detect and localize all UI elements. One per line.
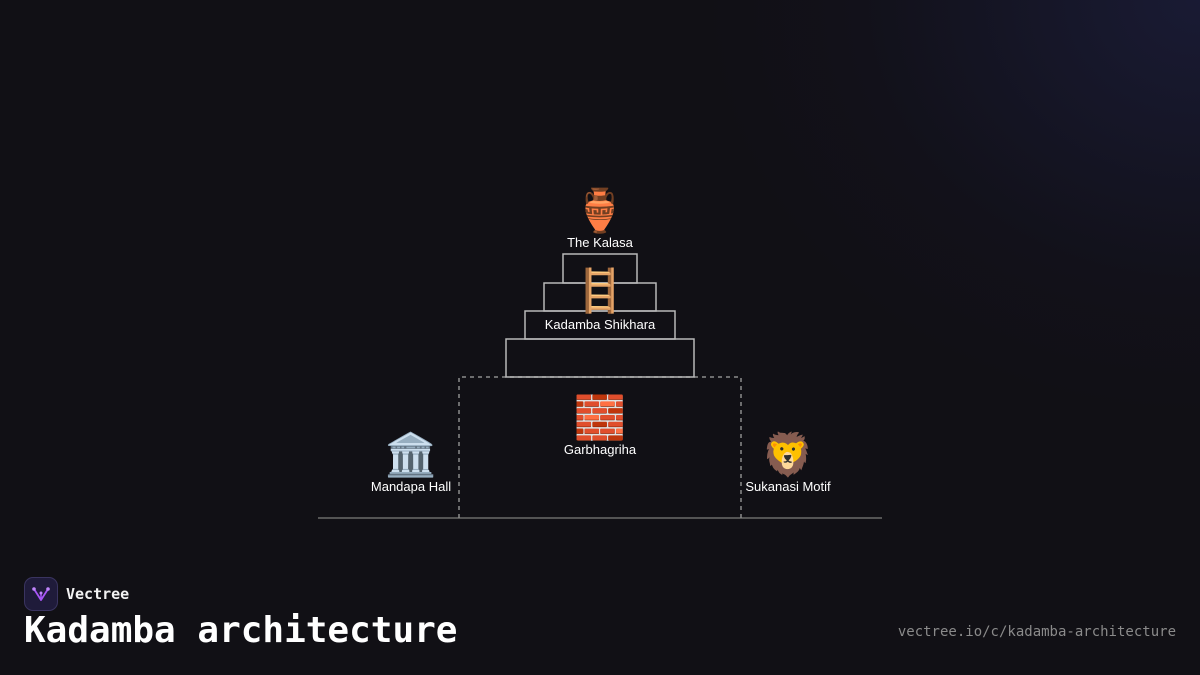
node-sukanasi: 🦁 Sukanasi Motif [745,431,830,495]
amphora-icon: 🏺 [573,187,627,234]
lion-icon: 🦁 [761,431,815,478]
node-label-garbhagriha: Garbhagriha [563,442,637,457]
vectree-logo-icon [24,577,58,611]
classical-building-icon: 🏛️ [384,431,438,478]
node-kalasa: 🏺 The Kalasa [567,187,633,251]
brand: Vectree [24,577,129,611]
shikhara-tier-1 [505,338,695,378]
node-label-kalasa: The Kalasa [567,235,633,250]
page-url[interactable]: vectree.io/c/kadamba-architecture [897,624,1176,640]
node-garbhagriha: 🧱 Garbhagriha [564,394,636,458]
node-label-sukanasi: Sukanasi Motif [745,479,831,494]
node-mandapa: 🏛️ Mandapa Hall [371,431,451,495]
brick-icon: 🧱 [573,394,627,441]
ladder-icon: 🪜 [573,267,627,314]
page-title: Kadamba architecture [24,610,458,651]
brand-name: Vectree [66,585,130,603]
node-shikhara: 🪜 Kadamba Shikhara [545,267,656,333]
node-label-shikhara: Kadamba Shikhara [544,317,656,332]
node-label-mandapa: Mandapa Hall [370,479,452,494]
shikhara-tier-4 [562,253,638,284]
